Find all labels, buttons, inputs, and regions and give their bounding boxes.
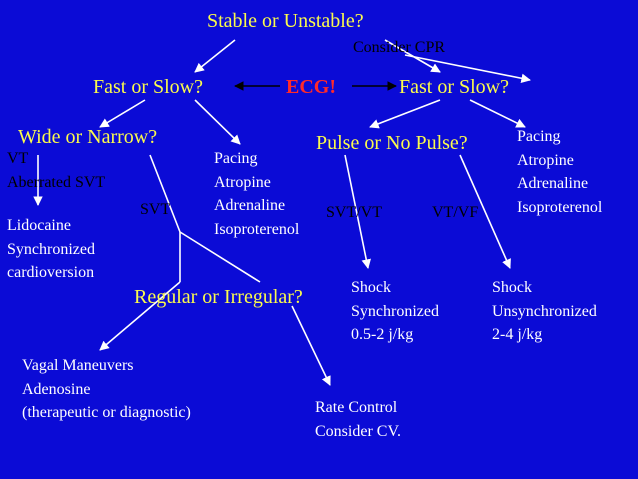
- node-vt-aberrated-svt: VT Aberrated SVT: [7, 150, 106, 191]
- arrow-narrow-to-vagal: [99, 281, 181, 351]
- node-shock-synchronized: Shock Synchronized 0.5-2 j/kg: [351, 279, 439, 343]
- node-shock-unsynchronized: Shock Unsynchronized 2-4 j/kg: [492, 279, 597, 343]
- node-stable-or-unstable: Stable or Unstable?: [207, 10, 364, 32]
- node-ecg: ECG!: [286, 76, 336, 98]
- node-rate-control: Rate Control Consider CV.: [315, 399, 401, 440]
- node-slow-right-meds: Pacing Atropine Adrenaline Isoproterenol: [517, 128, 603, 216]
- arrow-right-fast: [369, 99, 441, 129]
- node-consider-cpr: Consider CPR: [353, 39, 446, 56]
- node-svt: SVT: [140, 201, 171, 218]
- arrow-left-fast: [99, 99, 146, 128]
- node-fast-or-slow-right: Fast or Slow?: [399, 76, 509, 98]
- arrow-cpr-to-right: [404, 54, 531, 84]
- node-slow-left-meds: Pacing Atropine Adrenaline Isoproterenol: [214, 150, 300, 238]
- node-fast-or-slow-left: Fast or Slow?: [93, 76, 203, 98]
- arrow-pulse-to-sync: [344, 154, 371, 269]
- arrow-regular-to-rate: [291, 305, 331, 386]
- node-vagal-maneuvers: Vagal Maneuvers Adenosine (therapeutic o…: [22, 357, 191, 421]
- arrow-right-slow: [469, 99, 526, 128]
- node-regular-or-irregular: Regular or Irregular?: [134, 286, 303, 308]
- node-lidocaine: Lidocaine Synchronized cardioversion: [7, 217, 95, 281]
- line-narrow: [149, 154, 181, 233]
- node-vt-vf: VT/VF: [432, 204, 479, 221]
- node-wide-or-narrow: Wide or Narrow?: [18, 126, 158, 148]
- arrow-narrow-to-rate: [179, 231, 261, 283]
- arrow-root-to-left: [194, 39, 236, 73]
- arrow-left-slow: [194, 99, 241, 145]
- node-pulse-or-no-pulse: Pulse or No Pulse?: [316, 132, 468, 154]
- node-svt-vt: SVT/VT: [326, 204, 382, 221]
- arrow-nopulse-to-unsync: [459, 154, 511, 269]
